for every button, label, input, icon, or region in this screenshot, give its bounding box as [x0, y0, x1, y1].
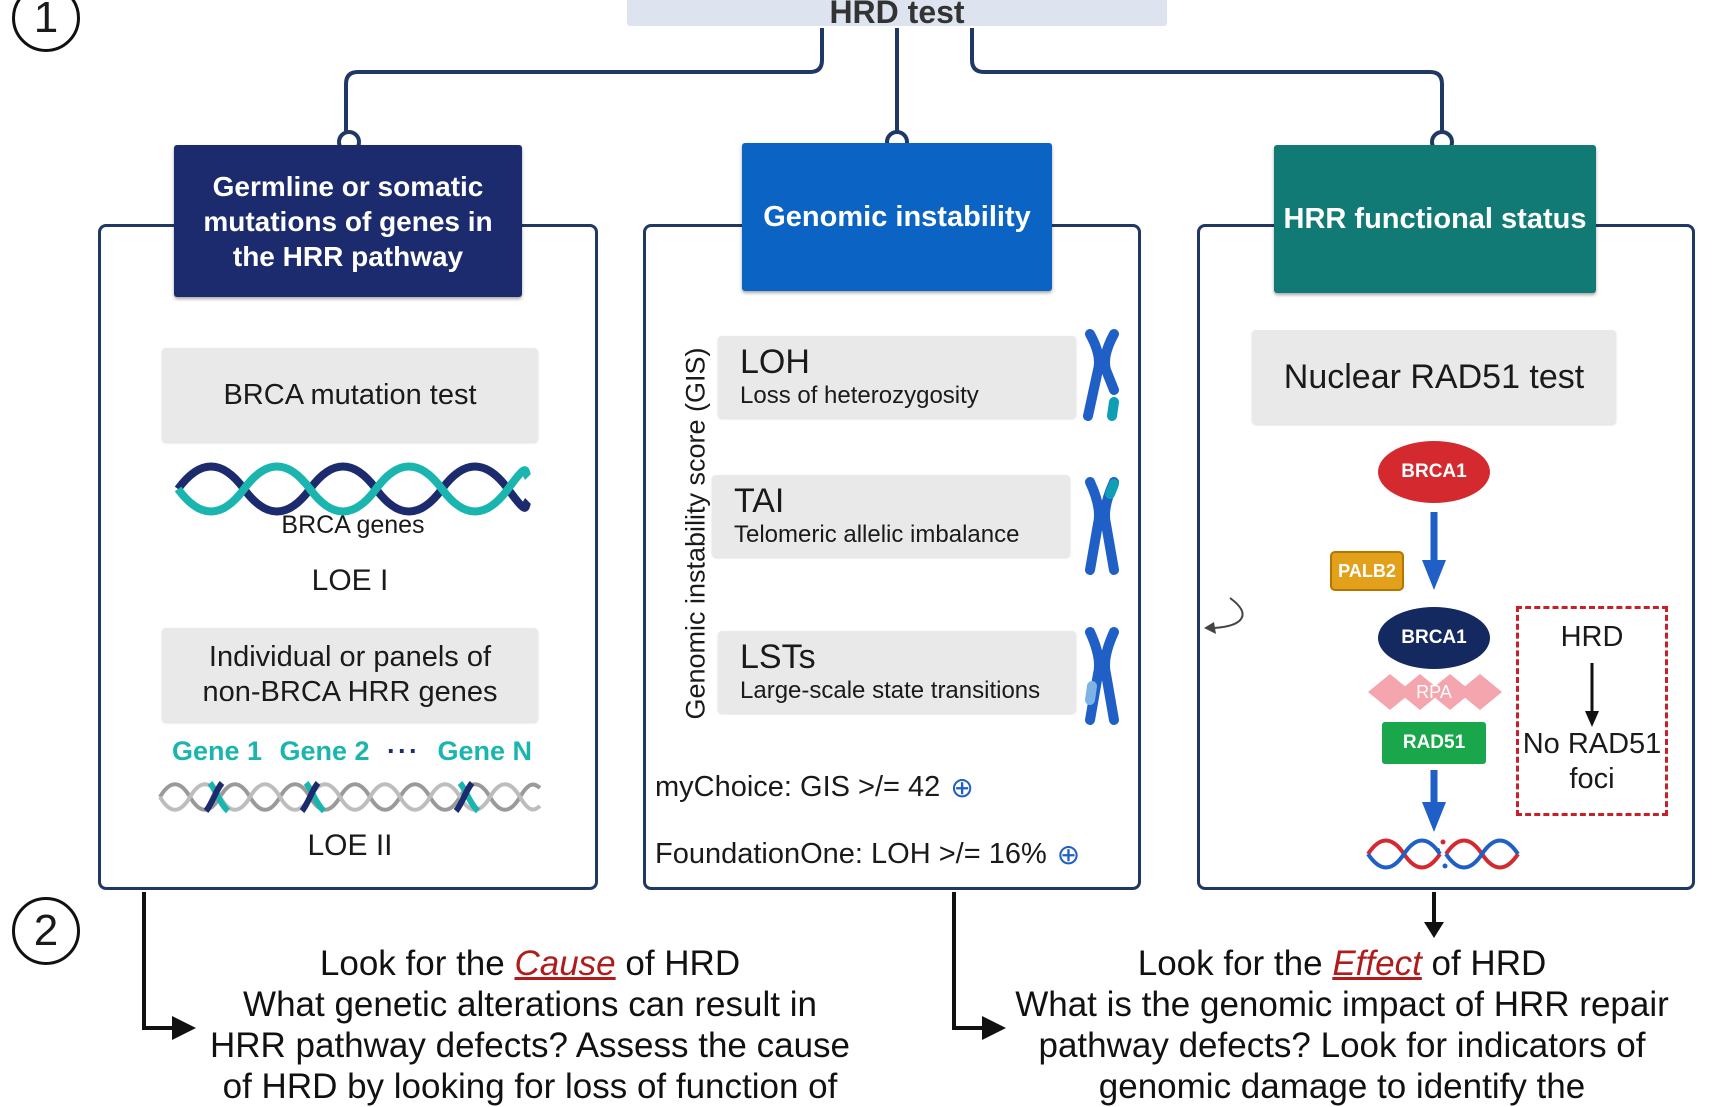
gene-panel-dna-icon	[158, 781, 542, 814]
cause-text-block: Look for the Cause of HRD What genetic a…	[190, 943, 870, 1107]
arrow-down-icon	[1422, 802, 1446, 832]
arrow-left-bottom	[142, 892, 172, 1030]
threshold-foundationone: FoundationOne: LOH >/= 16% ⊕	[655, 834, 1135, 874]
chromosome-lsts-icon	[1085, 627, 1119, 725]
cause-line-3: of HRD by looking for loss of function o…	[222, 1067, 838, 1106]
tai-desc: Telomeric allelic imbalance	[734, 521, 1020, 548]
arrow-down-icon	[1422, 560, 1446, 590]
loh-box: LOH Loss of heterozygosity	[718, 336, 1076, 418]
loh-desc: Loss of heterozygosity	[740, 382, 979, 409]
chromosome-loh-icon	[1083, 329, 1119, 421]
rad51-pathway-diagram	[1204, 512, 1520, 870]
loe-2-label: LOE II	[250, 827, 450, 865]
non-brca-genes-box: Individual or panels of non-BRCA HRR gen…	[162, 628, 538, 722]
cause-line-2: HRR pathway defects? Assess the cause	[209, 1026, 851, 1065]
effect-heading: Look for the Effect of HRD	[992, 943, 1692, 984]
lsts-box: LSTs Large-scale state transitions	[718, 631, 1076, 713]
connector-left	[344, 28, 824, 142]
effect-line-3: genomic damage to identify the	[1098, 1067, 1586, 1106]
hrd-label: HRD	[1560, 621, 1624, 653]
step-2-badge: 2	[12, 897, 80, 965]
gene-n-label: Gene N	[437, 735, 532, 766]
effect-line-2: pathway defects? Look for indicators of	[1038, 1026, 1646, 1065]
header-mutations-text: Germline or somatic mutations of genes i…	[203, 170, 493, 272]
cause-line-1: What genetic alterations can result in	[243, 985, 817, 1024]
brca1-top-protein: BRCA1	[1378, 441, 1490, 503]
cause-suffix: of HRD	[615, 944, 741, 983]
gis-axis-text: Genomic instability score (GIS)	[680, 346, 711, 720]
gene-ellipsis: ···	[387, 735, 420, 766]
gis-axis-label: Genomic instability score (GIS)	[676, 329, 716, 737]
arrow-down-icon	[1585, 663, 1599, 727]
effect-text-block: Look for the Effect of HRD What is the g…	[992, 943, 1692, 1107]
tai-box: TAI Telomeric allelic imbalance	[712, 475, 1070, 557]
rpa-protein-label: RPA	[1404, 676, 1464, 708]
lsts-abbr: LSTs	[740, 638, 816, 676]
rad51-label: RAD51	[1402, 732, 1466, 753]
panel-mutations	[98, 224, 598, 890]
header-mutations: Germline or somatic mutations of genes i…	[174, 145, 522, 297]
effect-suffix: of HRD	[1421, 944, 1547, 983]
gene-1-label: Gene 1	[172, 735, 263, 766]
rad51-test-box: Nuclear RAD51 test	[1252, 330, 1616, 424]
loe-1-text: LOE I	[311, 564, 389, 597]
header-genomic-instability-text: Genomic instability	[763, 200, 1031, 233]
plus-circle-icon: ⊕	[950, 771, 974, 803]
loe-2-text: LOE II	[307, 829, 393, 862]
cause-heading: Look for the Cause of HRD	[190, 943, 870, 984]
cause-prefix: Look for the	[319, 944, 515, 983]
brca-genes-text: BRCA genes	[281, 510, 425, 539]
palb2-protein: PALB2	[1330, 551, 1404, 591]
rpa-label: RPA	[1416, 681, 1452, 702]
damaged-dna-icon	[1366, 838, 1520, 870]
step-1-badge: 1	[12, 0, 80, 52]
header-hrr-functional-text: HRR functional status	[1283, 202, 1587, 235]
effect-emphasis: Effect	[1332, 944, 1422, 983]
tai-abbr: TAI	[734, 482, 785, 520]
gene-2-label: Gene 2	[279, 735, 370, 766]
loh-abbr: LOH	[740, 343, 810, 381]
threshold-foundationone-text: FoundationOne: LOH >/= 16%	[655, 837, 1047, 870]
cause-emphasis: Cause	[514, 944, 616, 983]
threshold-mychoice-text: myChoice: GIS >/= 42	[655, 770, 941, 803]
threshold-mychoice: myChoice: GIS >/= 42 ⊕	[655, 767, 1055, 807]
brca1-mid-protein: BRCA1	[1378, 607, 1490, 669]
plus-circle-icon: ⊕	[1056, 838, 1081, 870]
header-hrr-functional: HRR functional status	[1274, 145, 1596, 293]
arrow-right-icon	[982, 1016, 1006, 1040]
arrow-down-icon	[1424, 922, 1444, 938]
connector-right	[970, 28, 1444, 142]
chromosome-tai-icon	[1085, 477, 1119, 575]
hrd-test-label: HRD test	[829, 0, 965, 30]
palb2-label: PALB2	[1338, 560, 1396, 581]
brca-mutation-test-box: BRCA mutation test	[162, 348, 538, 442]
bottom-arrows	[142, 892, 1444, 1040]
header-genomic-instability: Genomic instability	[742, 143, 1052, 291]
arrow-middle-bottom	[952, 892, 982, 1030]
brca1-top-label: BRCA1	[1401, 461, 1467, 482]
effect-prefix: Look for the	[1137, 944, 1333, 983]
gene-list: Gene 1 Gene 2 ··· Gene N	[172, 733, 532, 769]
brca-genes-label: BRCA genes	[200, 510, 506, 540]
hrd-dashed-box: HRD No RAD51 foci	[1516, 606, 1668, 816]
step-1-number: 1	[33, 0, 59, 42]
arrow-right-icon	[172, 1016, 196, 1040]
rpa-diamonds	[1368, 674, 1502, 710]
brca1-mid-label: BRCA1	[1401, 627, 1467, 648]
effect-line-1: What is the genomic impact of HRR repair	[1015, 985, 1669, 1024]
hrd-test-box: HRD test	[627, 0, 1167, 30]
non-brca-genes-label: Individual or panels of non-BRCA HRR gen…	[202, 641, 498, 708]
rad51-protein: RAD51	[1382, 722, 1486, 764]
brca-dna-helix-icon	[174, 462, 532, 516]
rad51-test-label: Nuclear RAD51 test	[1283, 357, 1585, 396]
top-connectors	[337, 28, 1454, 154]
no-rad51-foci-label: No RAD51 foci	[1522, 728, 1662, 795]
loe-1-label: LOE I	[250, 562, 450, 600]
brca-mutation-test-label: BRCA mutation test	[223, 378, 477, 411]
lsts-desc: Large-scale state transitions	[740, 677, 1041, 704]
step-2-number: 2	[33, 906, 59, 955]
